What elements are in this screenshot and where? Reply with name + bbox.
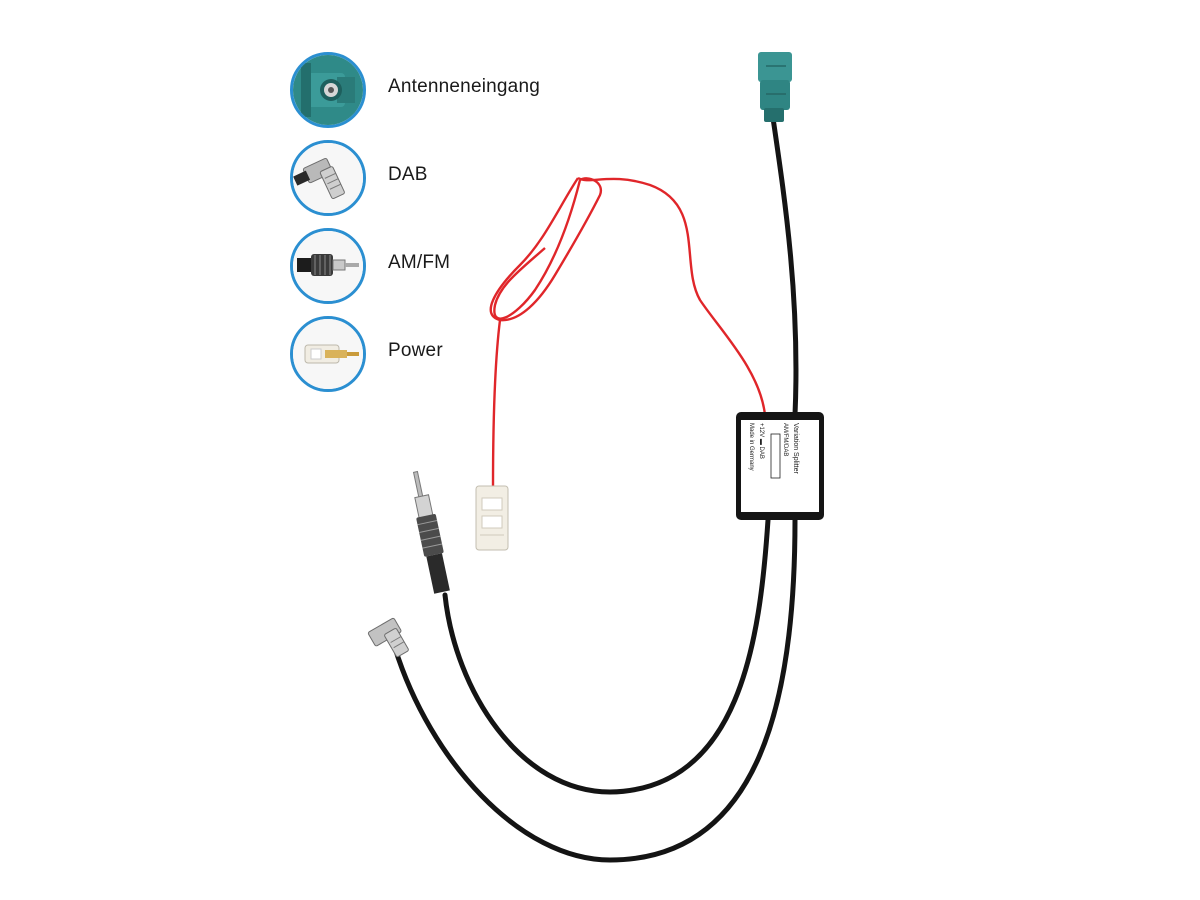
legend-label: AM/FM	[388, 252, 451, 273]
power-plug	[475, 485, 509, 551]
fakra-connector	[758, 52, 792, 122]
dab-smb-connector	[367, 617, 409, 658]
svg-text:AM/FM/DAB: AM/FM/DAB	[782, 423, 788, 456]
din-plug	[412, 470, 450, 594]
svg-text:Variation Splitter: Variation Splitter	[792, 423, 799, 475]
din-plug-icon	[290, 228, 366, 304]
smb-angled-connector-icon	[290, 140, 366, 216]
red-power-wire	[489, 176, 767, 489]
svg-text:Made in Germany: Made in Germany	[748, 423, 754, 471]
legend-label: Power	[388, 340, 443, 361]
black-cables	[392, 115, 799, 863]
legend-item-dab: DAB	[290, 140, 590, 216]
power-plug-icon	[290, 316, 366, 392]
legend-label: Antenneneingang	[388, 76, 540, 97]
legend-label: DAB	[388, 164, 428, 185]
splitter-module: Variation Splitter AM/FM/DAB +12V ▬ DAB …	[736, 412, 824, 520]
legend-item-power: Power	[290, 316, 590, 392]
fakra-connector-icon	[290, 52, 366, 128]
legend-item-antenna-input: Antenneneingang	[290, 52, 590, 128]
legend-item-am-fm: AM/FM	[290, 228, 590, 304]
svg-text:+12V ▬ DAB: +12V ▬ DAB	[758, 423, 764, 459]
